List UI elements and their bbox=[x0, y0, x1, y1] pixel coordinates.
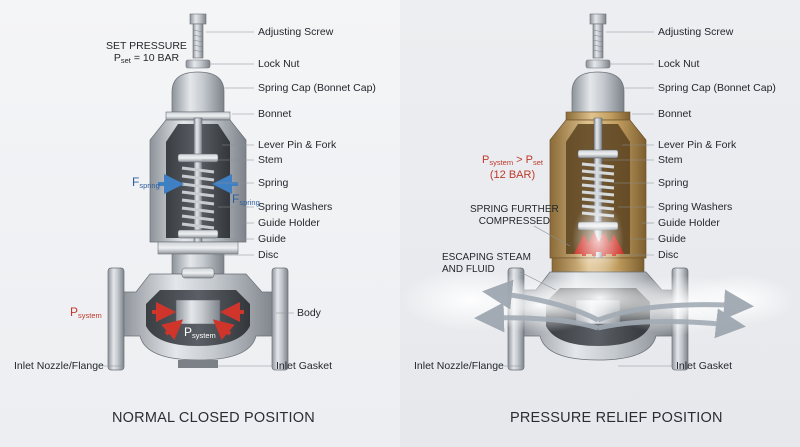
r-label-lock-nut: Lock Nut bbox=[658, 58, 699, 70]
r-label-inlet-gasket: Inlet Gasket bbox=[676, 360, 732, 372]
psys-gt-pset-value: (12 BAR) bbox=[482, 169, 543, 181]
r-label-spring-washers: Spring Washers bbox=[658, 201, 732, 213]
label-guide-holder: Guide Holder bbox=[258, 217, 320, 229]
caption-normal-closed: NORMAL CLOSED POSITION bbox=[112, 410, 315, 426]
psys-gt-pset-expr: Psystem > Pset bbox=[482, 154, 543, 169]
r-label-spring-cap: Spring Cap (Bonnet Cap) bbox=[658, 82, 776, 94]
label-spring: Spring bbox=[258, 177, 288, 189]
p-system-outer: Psystem bbox=[70, 306, 102, 322]
label-disc: Disc bbox=[258, 249, 278, 261]
r-label-lever-pin: Lever Pin & Fork bbox=[658, 139, 736, 151]
caption-pressure-relief: PRESSURE RELIEF POSITION bbox=[510, 410, 723, 426]
label-lever-pin: Lever Pin & Fork bbox=[258, 139, 336, 151]
r-label-disc: Disc bbox=[658, 249, 678, 261]
label-inlet-gasket: Inlet Gasket bbox=[276, 360, 332, 372]
r-label-spring: Spring bbox=[658, 177, 688, 189]
psys-gt-pset-label: Psystem > Pset (12 BAR) bbox=[482, 154, 543, 181]
f-spring-left: Fspring bbox=[132, 176, 160, 192]
label-inlet-nozzle: Inlet Nozzle/Flange bbox=[14, 360, 104, 372]
p-system-inner: Psystem bbox=[184, 326, 216, 342]
label-adjusting-screw: Adjusting Screw bbox=[258, 26, 333, 38]
r-label-inlet-nozzle: Inlet Nozzle/Flange bbox=[414, 360, 504, 372]
label-spring-cap: Spring Cap (Bonnet Cap) bbox=[258, 82, 376, 94]
spring-further-compressed: SPRING FURTHER COMPRESSED bbox=[470, 204, 559, 228]
r-label-bonnet: Bonnet bbox=[658, 108, 691, 120]
label-spring-washers: Spring Washers bbox=[258, 201, 332, 213]
label-stem: Stem bbox=[258, 154, 283, 166]
set-pressure-title: SET PRESSURE bbox=[106, 40, 187, 52]
label-bonnet: Bonnet bbox=[258, 108, 291, 120]
f-spring-right: Fspring bbox=[232, 193, 260, 209]
label-lock-nut: Lock Nut bbox=[258, 58, 299, 70]
r-label-guide: Guide bbox=[658, 233, 686, 245]
set-pressure-value: Pset = 10 BAR bbox=[106, 52, 187, 67]
label-body: Body bbox=[297, 307, 321, 319]
right-valve bbox=[400, 14, 795, 370]
r-label-guide-holder: Guide Holder bbox=[658, 217, 720, 229]
r-label-adjusting-screw: Adjusting Screw bbox=[658, 26, 733, 38]
set-pressure-label: SET PRESSURE Pset = 10 BAR bbox=[106, 40, 187, 67]
escaping-steam-fluid: ESCAPING STEAM AND FLUID bbox=[442, 252, 531, 276]
label-guide: Guide bbox=[258, 233, 286, 245]
r-label-stem: Stem bbox=[658, 154, 683, 166]
